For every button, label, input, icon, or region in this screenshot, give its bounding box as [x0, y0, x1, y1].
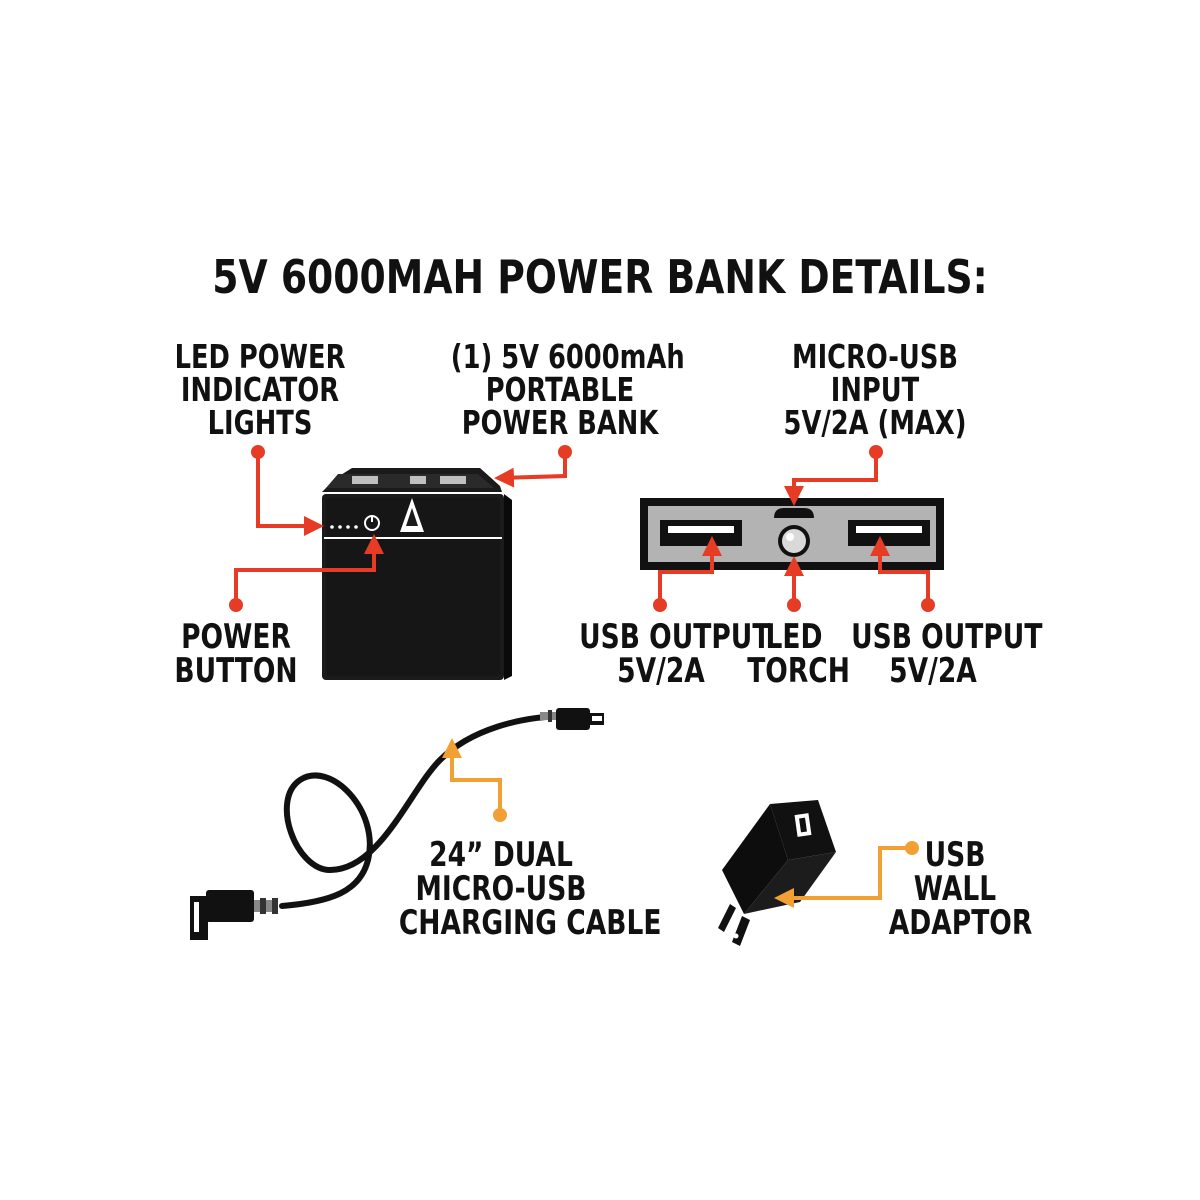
label-led-torch: LED TORCH [747, 617, 850, 691]
label-line: POWER BANK [461, 403, 659, 442]
label-line: INDICATOR [180, 370, 340, 409]
leader-wall-adaptor [774, 841, 919, 908]
leader-micro-usb-input [784, 445, 883, 506]
label-line: USB OUTPUT [579, 617, 771, 657]
usb-port-panel-illustration [640, 498, 944, 570]
leader-power-button [229, 534, 384, 612]
label-line: POWER [181, 617, 291, 657]
label-line: (1) 5V 6000mAh [450, 337, 685, 376]
label-line: WALL [913, 869, 997, 909]
indicator-dot [354, 525, 358, 529]
label-line: 5V/2A (MAX) [783, 403, 967, 442]
leader-cable [442, 738, 507, 822]
micro-usb-port [774, 508, 814, 518]
cable-connector-left [190, 890, 278, 940]
label-line: CHARGING CABLE [398, 903, 662, 943]
label-led-indicator: LED POWER INDICATOR LIGHTS [174, 340, 346, 439]
label-line: MICRO-USB [415, 869, 587, 909]
label-cable: 24” DUAL MICRO-USB CHARGING CABLE [398, 835, 662, 943]
label-line: MICRO-USB [791, 337, 958, 376]
power-bank-illustration [322, 468, 512, 680]
leader-usb-output-right [870, 536, 935, 612]
label-line: 24” DUAL [429, 835, 573, 875]
label-line: INPUT [830, 370, 920, 409]
label-wall-adaptor: USB WALL ADAPTOR [888, 835, 1033, 943]
cable-connector-right [540, 708, 604, 730]
label-usb-output-right: USB OUTPUT 5V/2A [851, 617, 1043, 691]
label-usb-output-left: USB OUTPUT 5V/2A [579, 617, 771, 691]
label-line: TORCH [747, 651, 850, 691]
label-line: USB OUTPUT [851, 617, 1043, 657]
wall-adaptor-illustration [718, 800, 836, 946]
top-torch [410, 476, 426, 484]
power-button-icon [364, 515, 380, 531]
label-micro-usb-input: MICRO-USB INPUT 5V/2A (MAX) [770, 340, 981, 439]
label-line: LIGHTS [207, 403, 313, 442]
top-port-right [440, 476, 466, 484]
leader-led-torch [784, 556, 804, 612]
leader-led-indicator [251, 445, 324, 536]
label-line: 5V/2A [889, 651, 977, 691]
diagram-title: 5V 6000MAH POWER BANK DETAILS: [212, 250, 988, 304]
leader-power-bank [494, 445, 572, 488]
label-line: PORTABLE [485, 370, 635, 409]
indicator-dot [338, 525, 342, 529]
label-line: 5V/2A [617, 651, 705, 691]
label-line: LED POWER [174, 337, 346, 376]
label-power-bank: (1) 5V 6000mAh PORTABLE POWER BANK [450, 337, 685, 442]
label-power-button: POWER BUTTON [166, 620, 306, 688]
label-line: BUTTON [174, 651, 298, 691]
indicator-dot [330, 525, 334, 529]
label-line: LED [765, 617, 823, 657]
leader-usb-output-left [653, 536, 722, 612]
label-line: USB [924, 835, 986, 875]
indicator-dot [346, 525, 350, 529]
top-port-left [352, 476, 378, 484]
brand-logo-icon [400, 498, 424, 532]
label-line: ADAPTOR [888, 903, 1033, 943]
